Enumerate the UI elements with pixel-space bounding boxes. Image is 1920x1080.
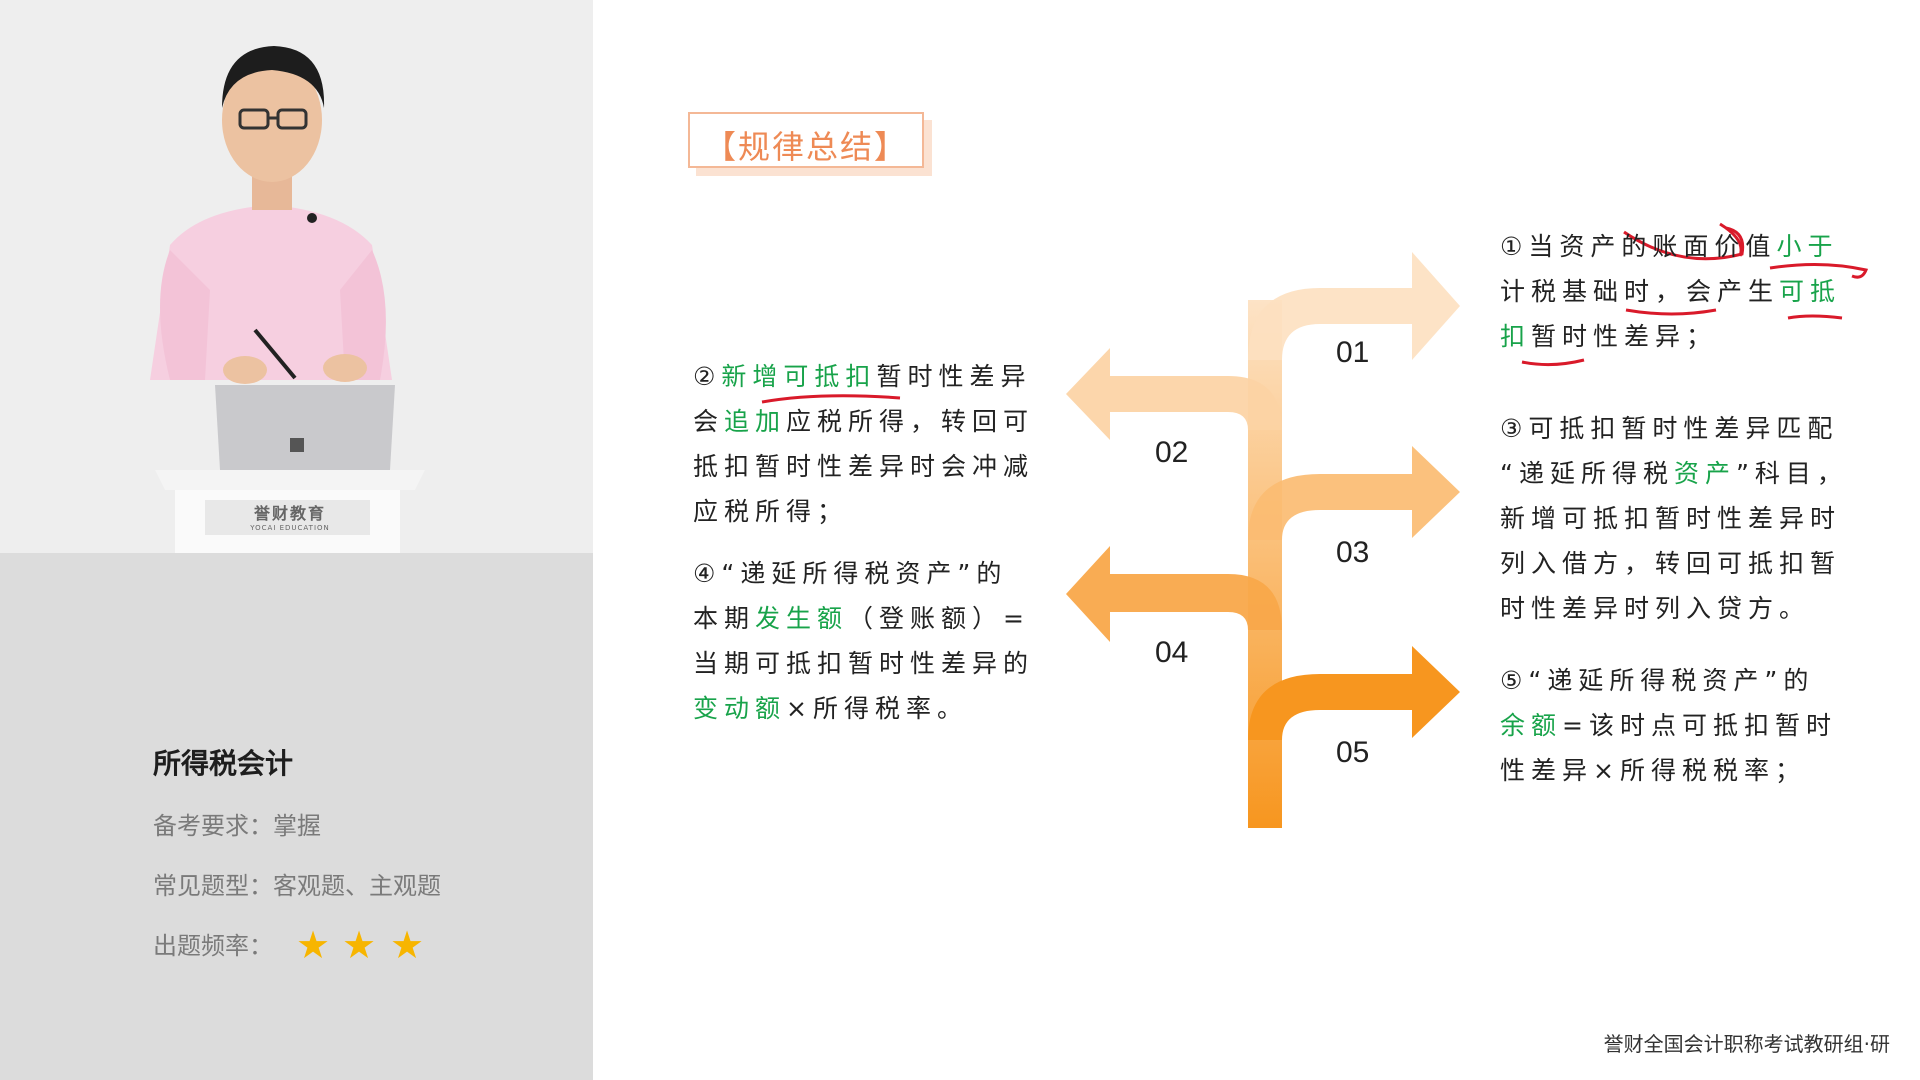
lectern-brand-subtitle: YOCAI EDUCATION [250, 524, 330, 532]
point-1-highlight: 扣 [1500, 322, 1532, 351]
point-2-text: 应税所得，转回可 [786, 407, 1035, 436]
summary-title: 【规律总结】 [704, 128, 909, 166]
point-3-text: 可抵扣暂时性差异匹配 [1528, 414, 1839, 443]
footer-credit: 誉财全国会计职称考试教研组·研 [1603, 1032, 1890, 1056]
arrow-04 [1066, 546, 1282, 642]
star-icon: ★ [342, 923, 377, 967]
point-2-text: 应税所得； [693, 497, 849, 526]
point-2-highlight: 新增可抵扣 [721, 362, 877, 391]
lectern-brand: 誉财教育 YOCAI EDUCATION [215, 500, 365, 532]
point-5-highlight: 余额 [1500, 711, 1563, 740]
point-2-text: 抵扣暂时性差异时会冲减 [693, 452, 1035, 481]
point-3-text: 时性差异时列入贷方。 [1500, 594, 1811, 623]
point-4-text: 当期可抵扣暂时性差异的 [693, 649, 1035, 678]
point-1-text: 计税基础时，会产生 [1500, 277, 1780, 306]
point-5-text: “递延所得税资产”的 [1528, 666, 1815, 695]
point-3-text: 新增可抵扣暂时性差异时 [1500, 504, 1842, 533]
point-1: ①当资产的账面价值小于 计税基础时，会产生可抵 扣暂时性差异； [1500, 224, 1900, 359]
summary-title-tag: 【规律总结】 [688, 112, 924, 168]
arrow-trunk [1248, 300, 1282, 828]
point-3-highlight: 资产 [1673, 459, 1736, 488]
point-2: ②新增可抵扣暂时性差异 会追加应税所得，转回可 抵扣暂时性差异时会冲减 应税所得… [693, 354, 1063, 534]
point-2-number: ② [693, 362, 722, 391]
point-1-text: 当资产的账面价值 [1528, 232, 1777, 261]
star-icon: ★ [296, 923, 331, 967]
point-4-text: 本期 [693, 604, 756, 633]
point-3-text: 列入借方，转回可抵扣暂 [1500, 549, 1842, 578]
point-1-text: 暂时性差异； [1531, 322, 1718, 351]
frequency-label: 出题频率： [153, 932, 273, 960]
point-4-text: （登账额）= [848, 604, 1030, 633]
arrow-02 [1066, 348, 1282, 440]
star-icon: ★ [390, 923, 425, 967]
point-4-text: ×所得税率。 [786, 694, 968, 723]
arrow-label-03: 03 [1336, 536, 1370, 569]
point-1-highlight: 可抵 [1779, 277, 1842, 306]
point-3: ③可抵扣暂时性差异匹配 “递延所得税资产”科目， 新增可抵扣暂时性差异时 列入借… [1500, 406, 1900, 631]
point-4-highlight: 发生额 [755, 604, 849, 633]
arrow-03 [1248, 446, 1460, 540]
point-5-number: ⑤ [1500, 666, 1529, 695]
point-2-text: 会 [693, 407, 725, 436]
point-4: ④“递延所得税资产”的 本期发生额（登账额）= 当期可抵扣暂时性差异的 变动额×… [693, 551, 1063, 731]
point-4-number: ④ [693, 559, 722, 588]
arrow-05 [1248, 646, 1460, 740]
question-types: 常见题型：客观题、主观题 [153, 872, 441, 900]
point-2-highlight: 追加 [724, 407, 787, 436]
point-1-number: ① [1500, 232, 1529, 261]
arrow-label-02: 02 [1155, 436, 1189, 469]
course-info-panel [0, 553, 593, 1080]
point-4-text: “递延所得税资产”的 [721, 559, 1008, 588]
point-3-text: “递延所得税 [1500, 459, 1674, 488]
point-2-text: 暂时性差异 [876, 362, 1032, 391]
point-5-text: 性差异×所得税税率； [1500, 756, 1806, 785]
presenter-image [0, 0, 593, 553]
point-5-text: =该时点可抵扣暂时 [1562, 711, 1837, 740]
point-5: ⑤“递延所得税资产”的 余额=该时点可抵扣暂时 性差异×所得税税率； [1500, 658, 1900, 793]
annotation-marks [761, 222, 1869, 404]
instructor-video: 誉财教育 YOCAI EDUCATION [0, 0, 593, 553]
arrow-label-04: 04 [1155, 636, 1189, 669]
arrow-label-01: 01 [1336, 336, 1370, 369]
lectern-brand-name: 誉财教育 [253, 504, 326, 523]
point-3-number: ③ [1500, 414, 1529, 443]
arrow-01 [1248, 252, 1460, 360]
point-3-text: ”科目， [1735, 459, 1848, 488]
point-1-highlight: 小于 [1776, 232, 1839, 261]
arrow-label-05: 05 [1336, 736, 1370, 769]
exam-requirement: 备考要求：掌握 [153, 812, 321, 840]
point-4-highlight: 变动额 [693, 694, 787, 723]
course-title: 所得税会计 [153, 747, 294, 780]
instructor-panel: 誉财教育 YOCAI EDUCATION 所得税会计 备考要求：掌握 常见题型：… [0, 0, 593, 1080]
